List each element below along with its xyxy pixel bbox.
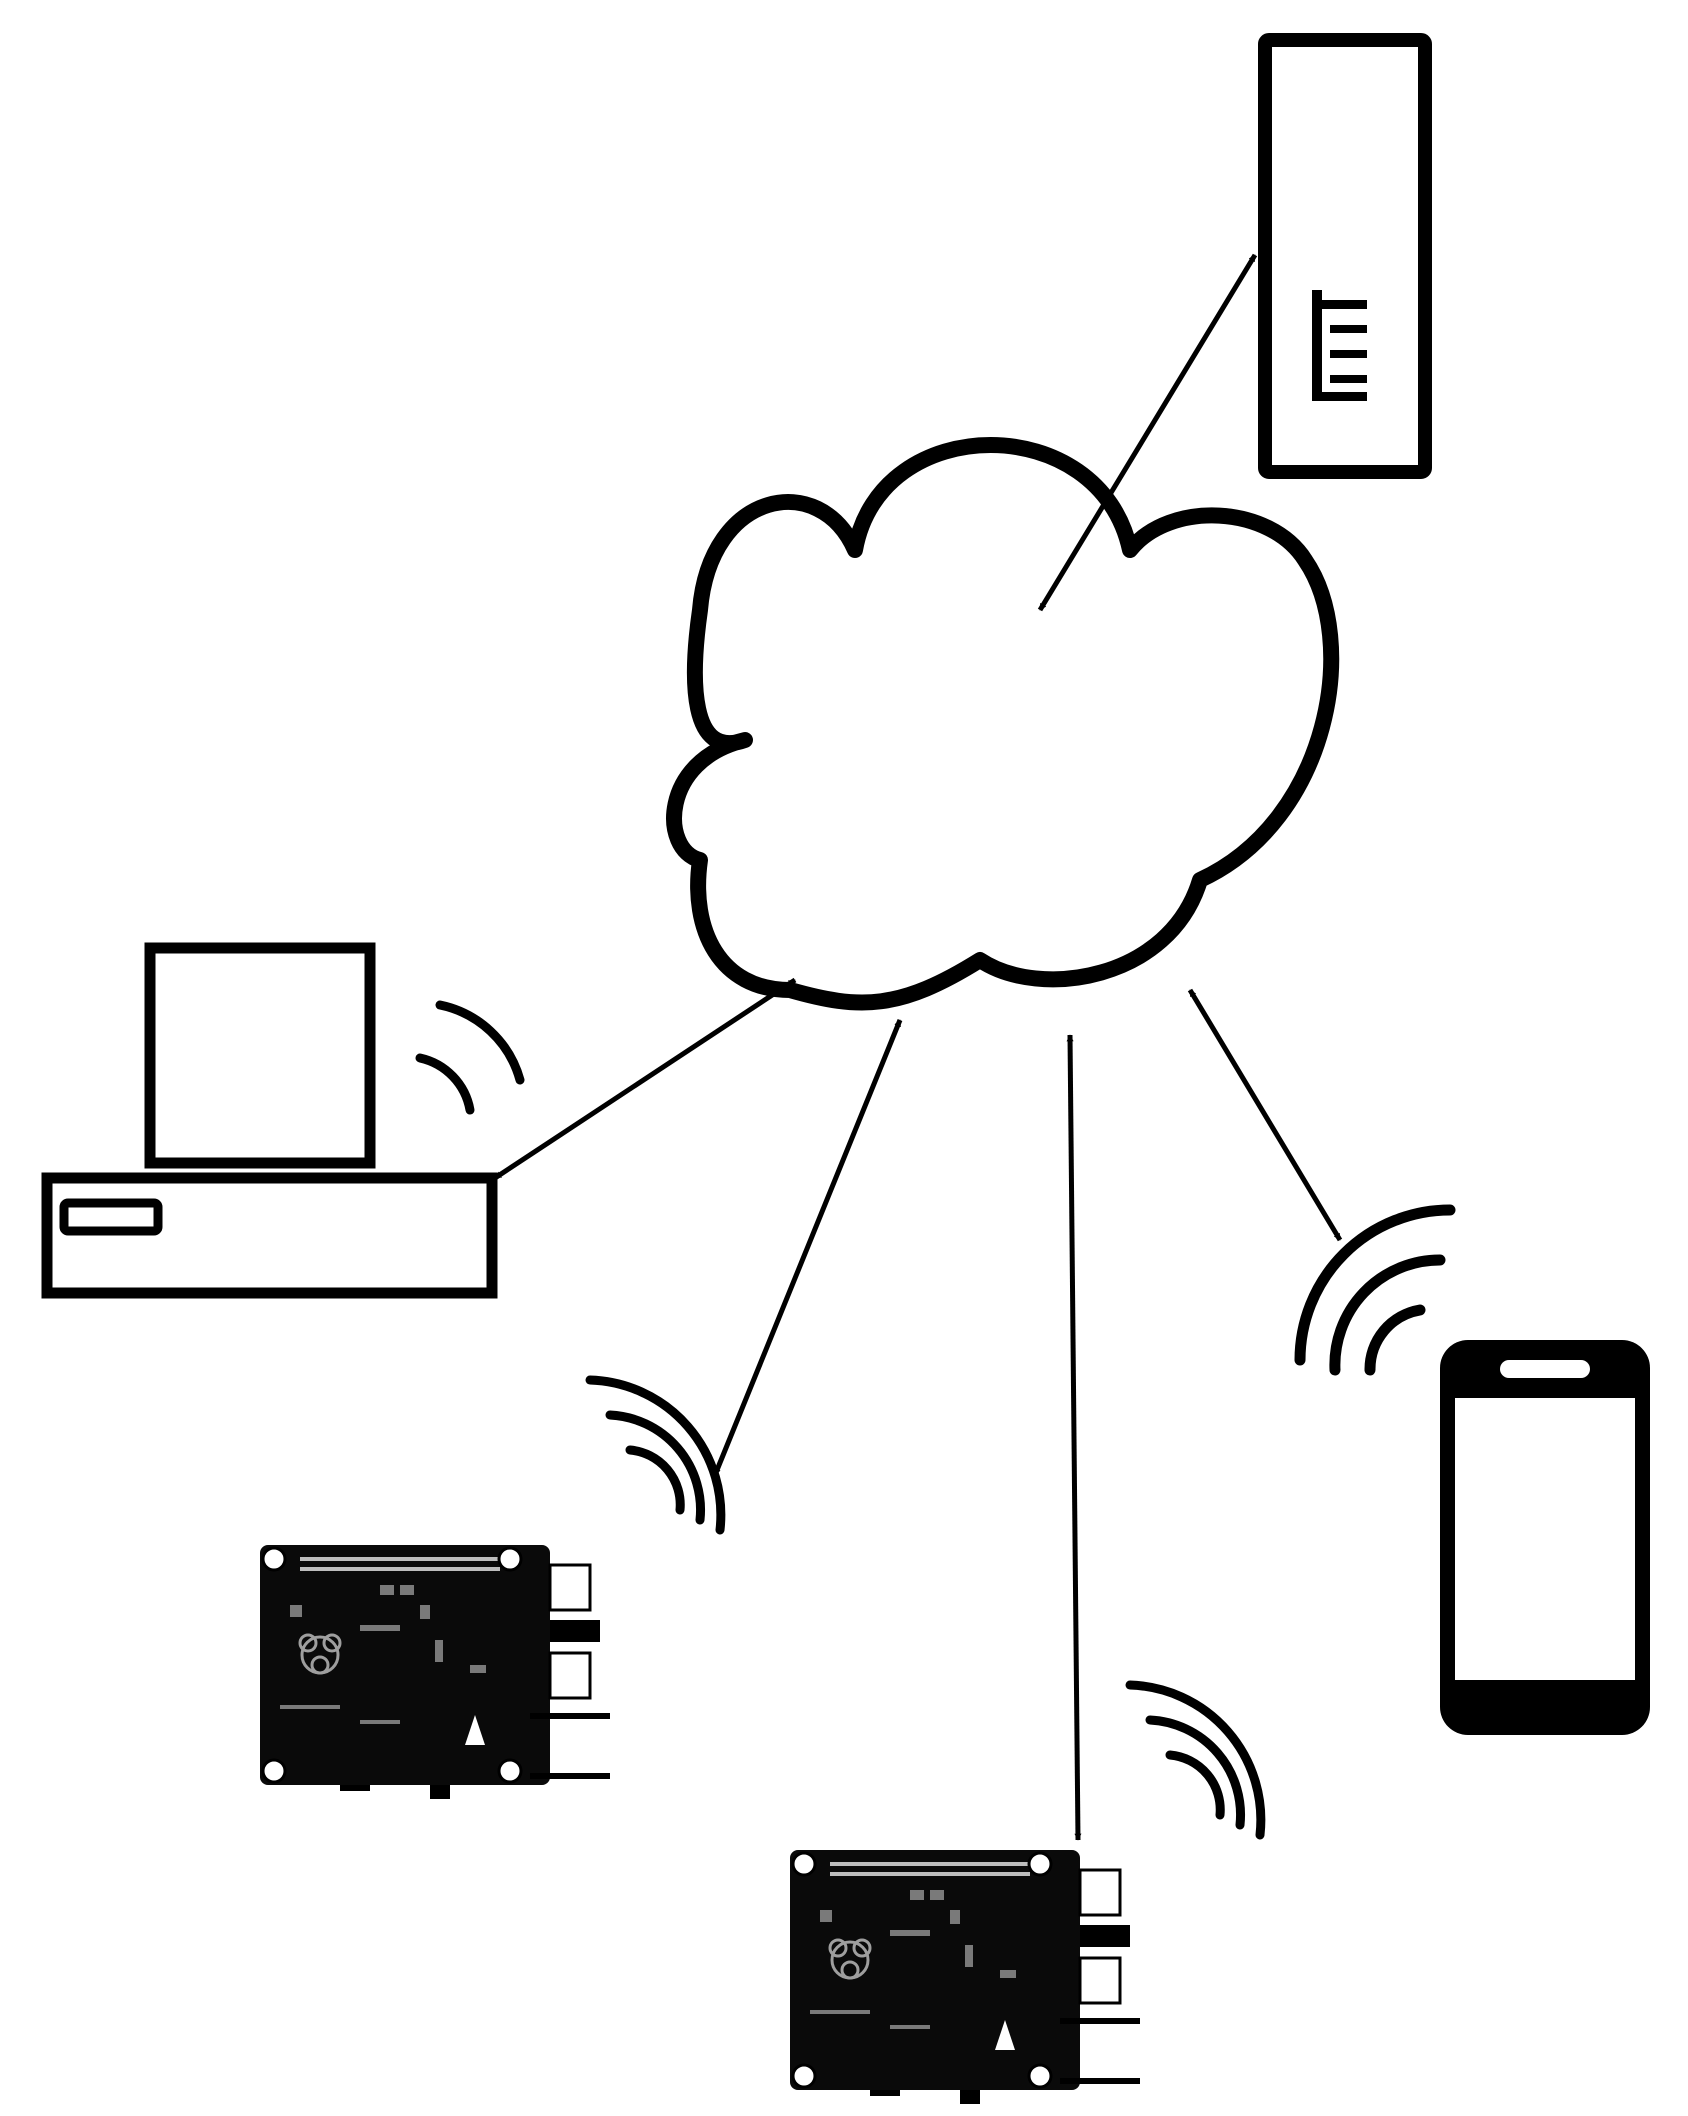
connection-arrows	[493, 253, 1343, 1841]
arrow-cloud-desktop	[493, 977, 797, 1181]
arrow-cloud-sbc-2	[1066, 1034, 1082, 1841]
server-tower-icon	[1258, 33, 1432, 479]
wireless-signal-icon	[590, 1380, 721, 1530]
wireless-signal-icon	[1294, 1204, 1456, 1376]
cloud-icon	[666, 437, 1340, 1011]
wireless-signal-icon	[415, 1000, 525, 1115]
single-board-computer-icon	[788, 1848, 1142, 2106]
single-board-computer-icon	[258, 1543, 612, 1801]
arrow-cloud-server	[1037, 253, 1258, 612]
arrow-cloud-sbc-1	[712, 1019, 903, 1476]
desktop-computer-icon	[41, 942, 498, 1299]
arrow-cloud-smartphone	[1187, 988, 1343, 1242]
wireless-signal-icon	[1130, 1685, 1261, 1835]
smartphone-icon	[1440, 1340, 1650, 1735]
